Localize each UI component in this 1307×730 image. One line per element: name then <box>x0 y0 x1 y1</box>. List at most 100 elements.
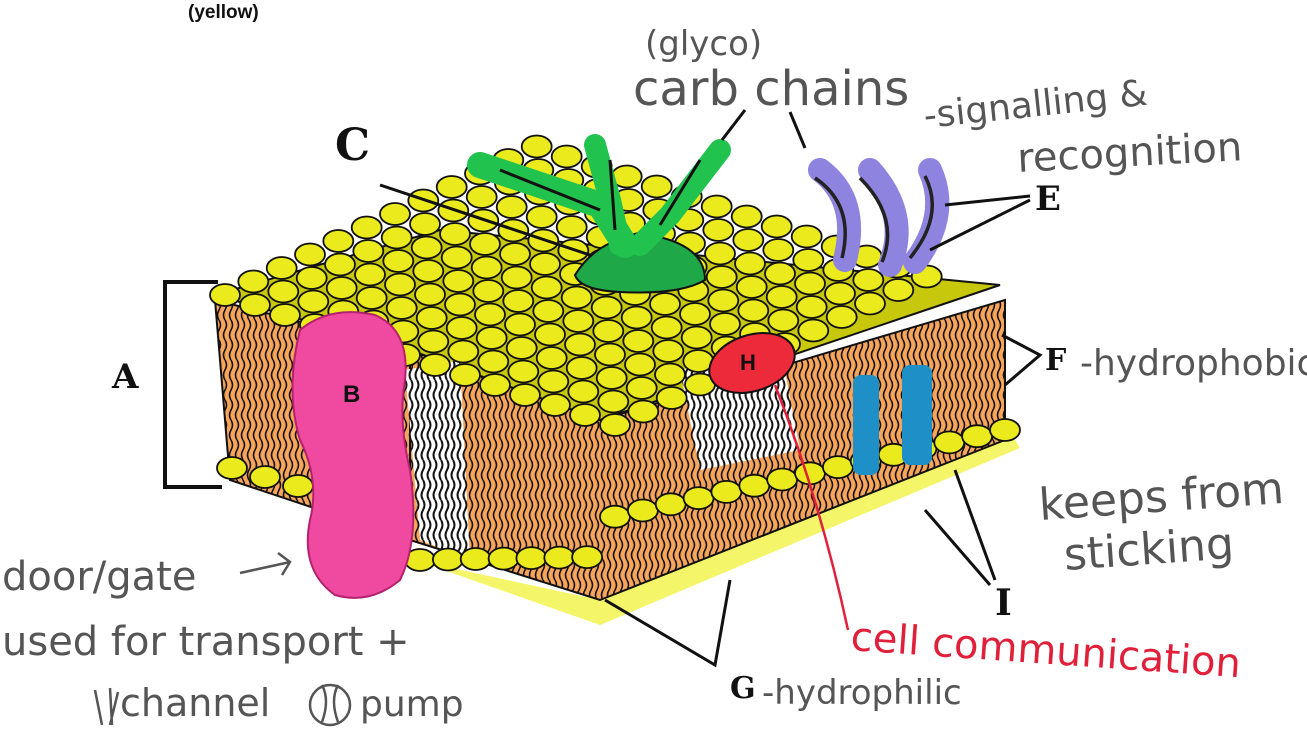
pump-note: pump <box>360 684 464 725</box>
hydrophobic-note: -hydrophobic <box>1080 343 1307 384</box>
phospholipid-head <box>433 549 463 571</box>
phospholipid-head <box>417 307 447 329</box>
phospholipid-head <box>595 344 625 366</box>
phospholipid-head <box>656 493 686 515</box>
phospholipid-head <box>489 548 519 570</box>
phospholipid-head <box>283 475 313 497</box>
phospholipid-head <box>527 206 557 228</box>
phospholipid-head <box>642 176 672 198</box>
phospholipid-head <box>295 244 325 266</box>
label-c: C <box>335 120 370 171</box>
hydrophilic-note: -hydrophilic <box>762 673 962 713</box>
phospholipid-head <box>503 290 533 312</box>
phospholipid-head <box>823 456 853 478</box>
phospholipid-head <box>627 377 657 399</box>
phospholipid-head <box>268 281 298 303</box>
phospholipid-head <box>442 247 472 269</box>
label-i: I <box>995 582 1012 624</box>
phospholipid-head <box>353 240 383 262</box>
phospholipid-head <box>450 364 480 386</box>
yellow-caption: (yellow) <box>188 2 259 23</box>
phospholipid-head <box>502 267 532 289</box>
phospholipid-head <box>380 203 410 225</box>
phospholipid-head <box>653 340 683 362</box>
phospholipid-head <box>440 223 470 245</box>
phospholipid-head <box>990 419 1020 441</box>
phospholipid-head <box>418 331 448 353</box>
phospholipid-head <box>592 297 622 319</box>
phospholipid-head <box>505 314 535 336</box>
bracket-a <box>165 282 222 487</box>
phospholipid-head <box>510 384 540 406</box>
phospholipid-head <box>795 273 825 295</box>
phospholipid-head <box>797 296 827 318</box>
phospholipid-head <box>798 320 828 342</box>
phospholipid-head <box>448 341 478 363</box>
phospholipid-head <box>735 253 765 275</box>
arrow-to-channel <box>240 553 290 575</box>
label-h: H <box>740 350 756 375</box>
label-e: E <box>1035 179 1061 219</box>
phospholipid-head <box>572 546 602 568</box>
phospholipid-head <box>682 327 712 349</box>
phospholipid-head <box>357 287 387 309</box>
phospholipid-head <box>267 257 297 279</box>
phospholipid-head <box>298 291 328 313</box>
phospholipid-head <box>533 300 563 322</box>
phospholipid-head <box>739 475 769 497</box>
phospholipid-head <box>497 196 527 218</box>
recognition-note: recognition <box>1016 124 1243 182</box>
phospholipid-head <box>765 263 795 285</box>
phospholipid-head <box>655 364 685 386</box>
phospholipid-head <box>327 277 357 299</box>
phospholipid-head <box>467 186 497 208</box>
phospholipid-head <box>738 300 768 322</box>
phospholipid-head <box>625 354 655 376</box>
phospholipid-head <box>568 381 598 403</box>
phospholipid-head <box>570 404 600 426</box>
phospholipid-head <box>477 327 507 349</box>
phospholipid-head <box>934 431 964 453</box>
phospholipid-head <box>652 317 682 339</box>
phospholipid-head <box>962 425 992 447</box>
phospholipid-head <box>387 297 417 319</box>
label-f: F <box>1045 343 1066 378</box>
label-b: B <box>343 381 360 408</box>
phospholipid-head <box>412 237 442 259</box>
phospholipid-head <box>410 213 440 235</box>
phospholipid-head <box>480 374 510 396</box>
phospholipid-head <box>557 216 587 238</box>
phospholipid-head <box>250 466 280 488</box>
phospholipid-head <box>507 337 537 359</box>
phospholipid-head <box>793 249 823 271</box>
phospholipid-head <box>567 357 597 379</box>
door-gate-note: door/gate <box>2 554 196 600</box>
phospholipid-head <box>210 284 240 306</box>
phospholipid-head <box>323 230 353 252</box>
phospholipid-head <box>385 274 415 296</box>
phospholipid-head <box>516 547 546 569</box>
phospholipid-head <box>413 260 443 282</box>
phospholipid-head <box>563 310 593 332</box>
phospholipid-head <box>508 361 538 383</box>
phospholipid-head <box>703 219 733 241</box>
phospholipid-head <box>628 500 658 522</box>
phospholipid-head <box>680 303 710 325</box>
phospholipid-head <box>530 253 560 275</box>
phospholipid-head <box>383 250 413 272</box>
phospholipid-head <box>600 506 630 528</box>
phospholipid-head <box>598 391 628 413</box>
phospholipid-head <box>767 469 797 491</box>
phospholipid-head <box>623 330 653 352</box>
phospholipid-head <box>540 394 570 416</box>
sticking-note: sticking <box>1062 518 1235 581</box>
phospholipid-head <box>710 313 740 335</box>
phospholipid-head <box>325 254 355 276</box>
phospholipid-head <box>702 196 732 218</box>
phospholipid-head <box>297 267 327 289</box>
phospholipid-head <box>705 243 735 265</box>
phospholipid-head <box>240 294 270 316</box>
phospholipid-head <box>217 457 247 479</box>
phospholipid-head <box>883 279 913 301</box>
phospholipid-head <box>478 351 508 373</box>
